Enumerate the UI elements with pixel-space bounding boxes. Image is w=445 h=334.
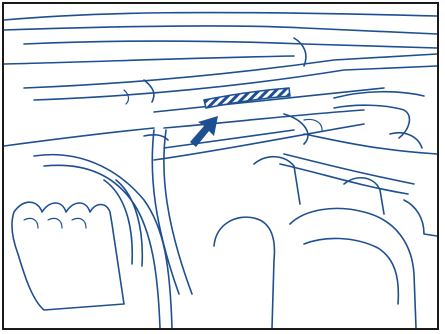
hatched-slot xyxy=(204,88,290,108)
hoses xyxy=(34,130,437,328)
left-bracket xyxy=(12,202,124,310)
windshield-lines xyxy=(4,13,437,104)
illustration-frame xyxy=(2,2,439,330)
engine-bay-line-drawing xyxy=(4,4,437,328)
